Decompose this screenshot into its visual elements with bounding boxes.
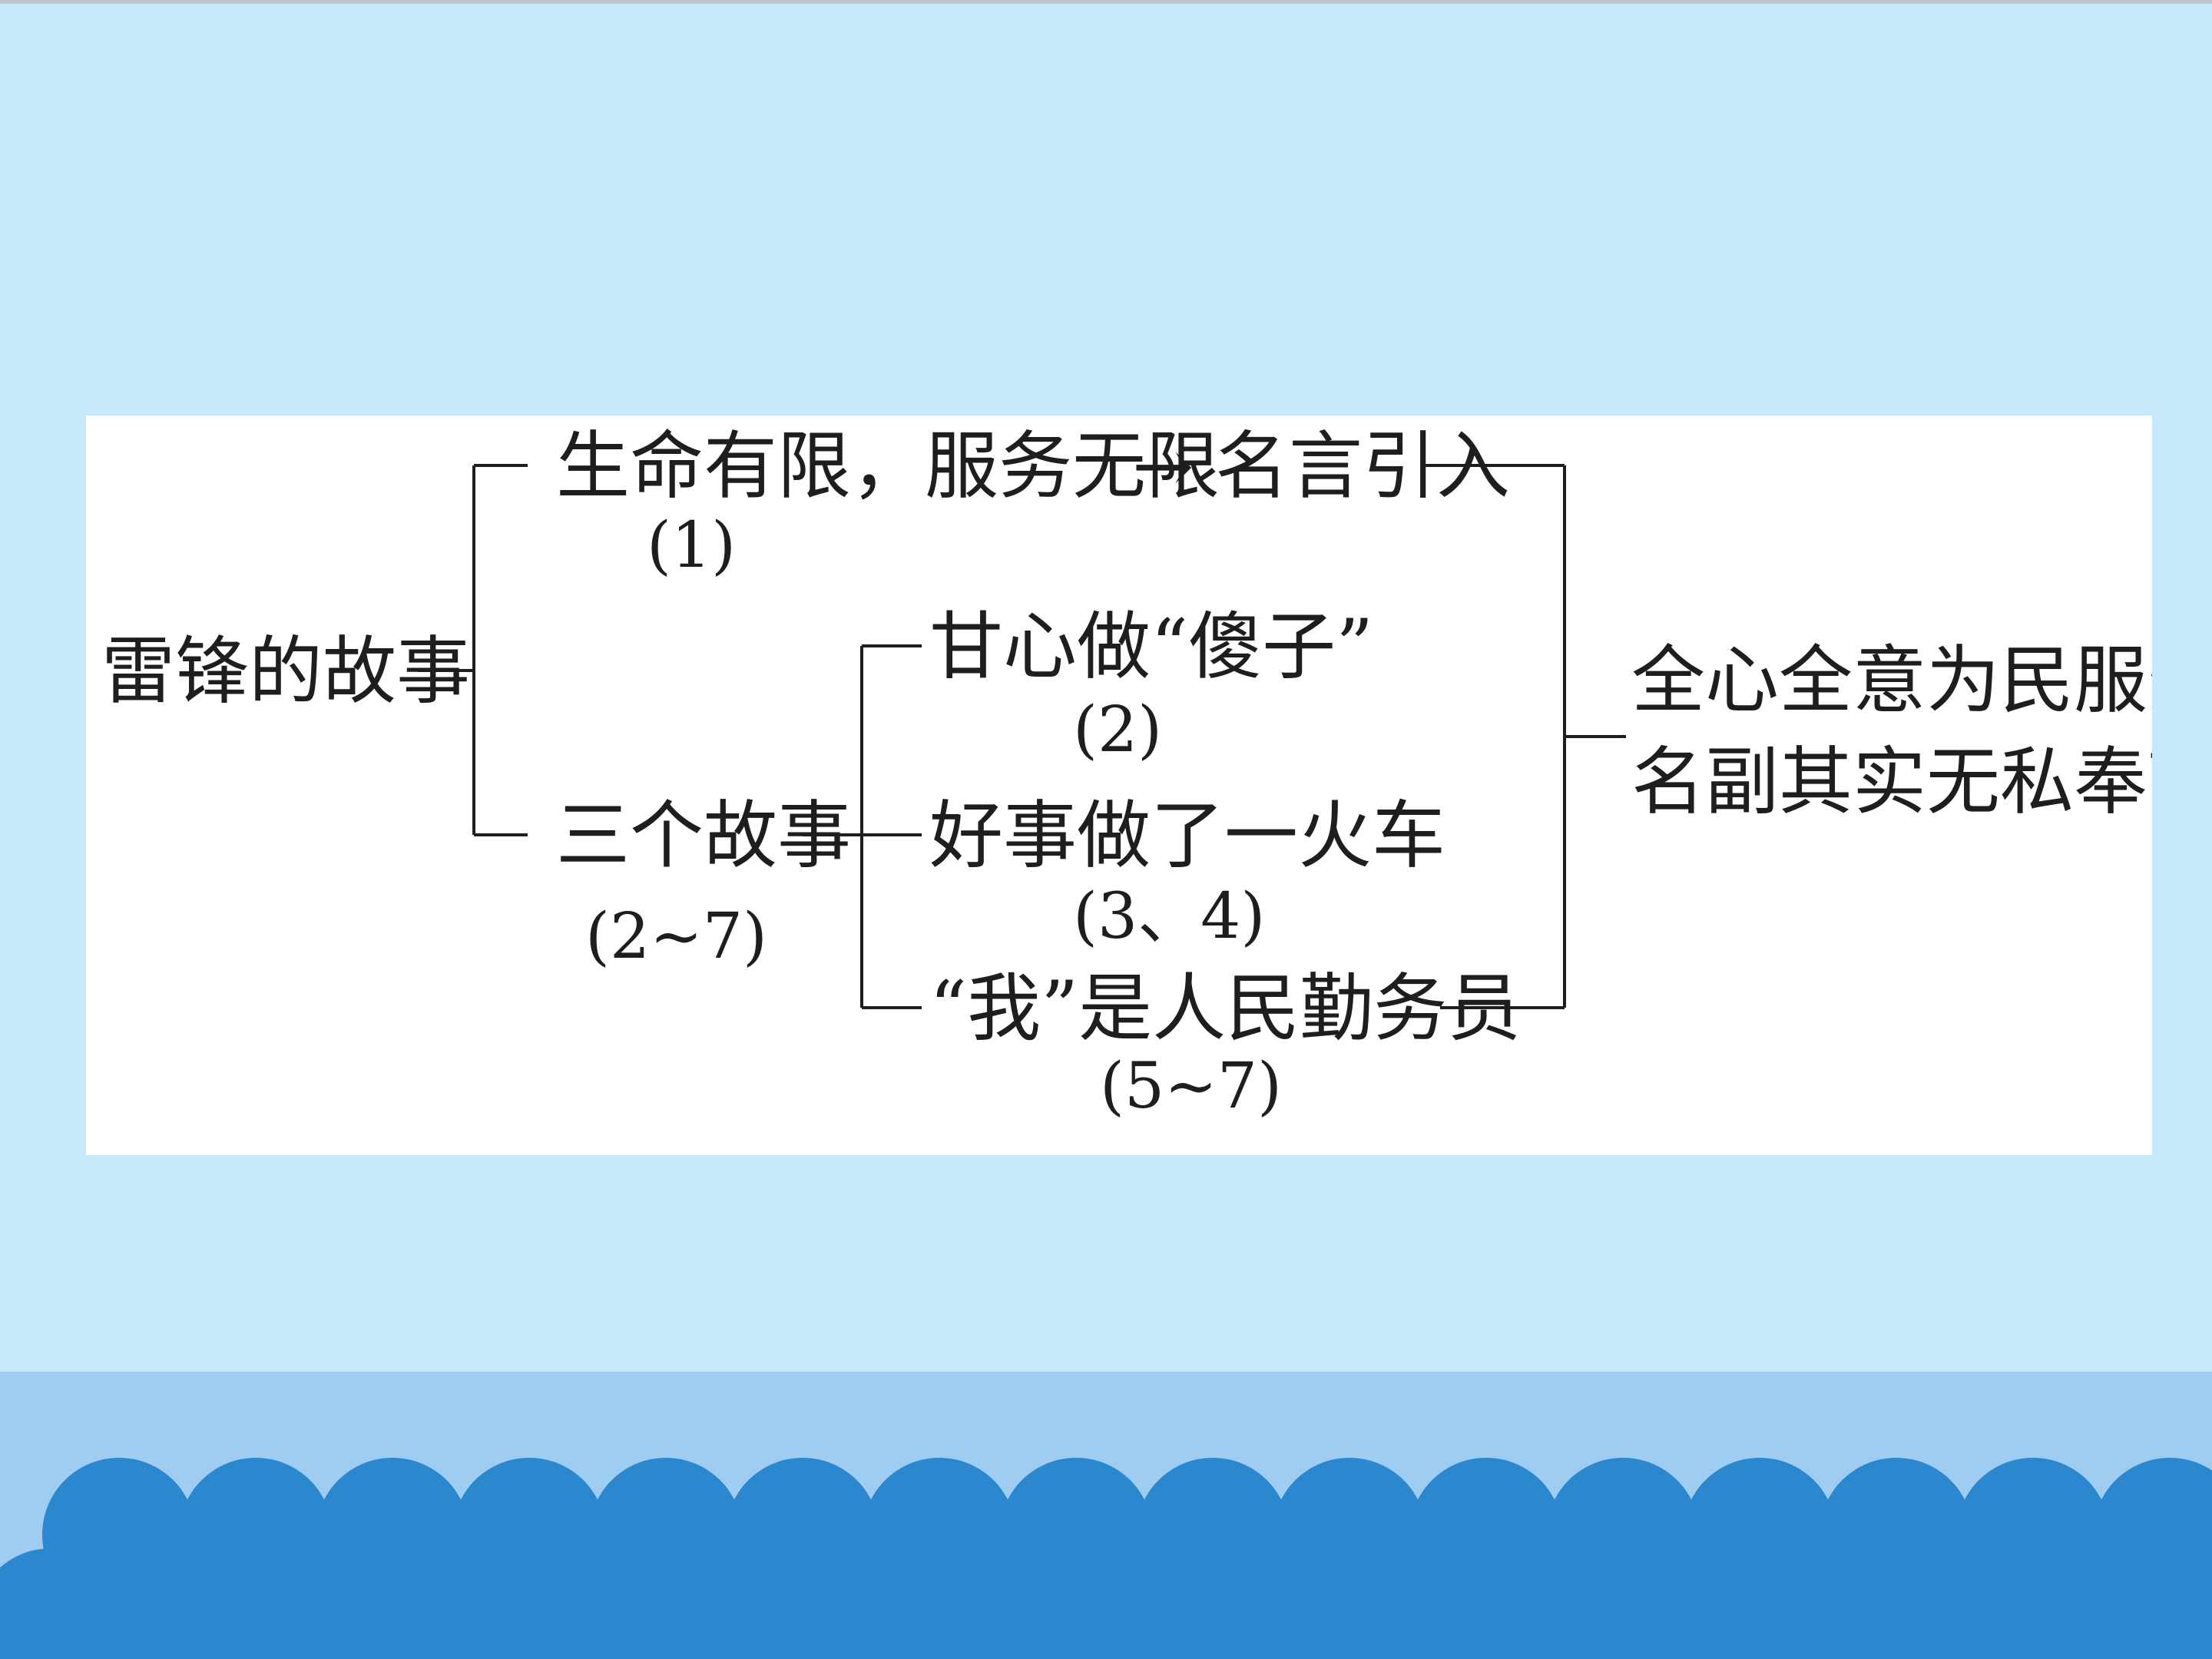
story-3-paragraphs: (5~7) bbox=[1100, 1050, 1282, 1123]
wave-circle bbox=[657, 1548, 811, 1659]
wave-circle bbox=[111, 1548, 264, 1659]
top-branch-role: 名言引入 bbox=[1215, 423, 1510, 509]
tree-diagram: 雷锋的故事 生命有限，服务无限 → 名言引入 (1) 三个故事 (2~7) 甘心… bbox=[101, 423, 2152, 1123]
wave-circle bbox=[931, 1548, 1084, 1659]
wave-row-front bbox=[0, 1548, 2212, 1659]
wave-circle bbox=[1204, 1548, 1358, 1659]
conclusion-line-2: 名副其实无私奉献 bbox=[1631, 739, 2152, 825]
wave-circle bbox=[2025, 1548, 2178, 1659]
wave-circle bbox=[794, 1548, 948, 1659]
diagram-panel: 雷锋的故事 生命有限，服务无限 → 名言引入 (1) 三个故事 (2~7) 甘心… bbox=[86, 416, 2152, 1155]
root-node: 雷锋的故事 bbox=[101, 628, 470, 714]
bottom-branch-paragraphs: (2~7) bbox=[585, 900, 767, 973]
connector-lines bbox=[418, 464, 1626, 1009]
wave-circle bbox=[1068, 1548, 1221, 1659]
wave-circle bbox=[247, 1548, 401, 1659]
wave-circle bbox=[384, 1548, 538, 1659]
story-2-title: 好事做了一火车 bbox=[929, 793, 1445, 879]
top-branch-paragraphs: (1) bbox=[647, 509, 736, 582]
top-branch-title: 生命有限，服务无限 bbox=[556, 423, 1220, 509]
wave-circle bbox=[1751, 1548, 1905, 1659]
story-1-title: 甘心做“傻子” bbox=[929, 604, 1373, 690]
story-3-title: “我”是人民勤务员 bbox=[929, 965, 1521, 1051]
bottom-branch-title: 三个故事 bbox=[556, 793, 851, 879]
conclusion-line-1: 全心全意为民服务 bbox=[1631, 637, 2152, 724]
wave-circle bbox=[1478, 1548, 1631, 1659]
story-1-paragraphs: (2) bbox=[1073, 694, 1162, 767]
wave-circle bbox=[521, 1548, 674, 1659]
wave-circle bbox=[0, 1548, 127, 1659]
wave-circle bbox=[1888, 1548, 2041, 1659]
wave-decoration bbox=[0, 1458, 2212, 1659]
story-2-paragraphs: (3、4) bbox=[1073, 880, 1265, 953]
wave-circle bbox=[2161, 1552, 2212, 1659]
top-rule bbox=[0, 0, 2212, 4]
wave-circle bbox=[1341, 1548, 1495, 1659]
wave-circle bbox=[1614, 1548, 1768, 1659]
arrow-icon: → bbox=[1132, 423, 1194, 509]
